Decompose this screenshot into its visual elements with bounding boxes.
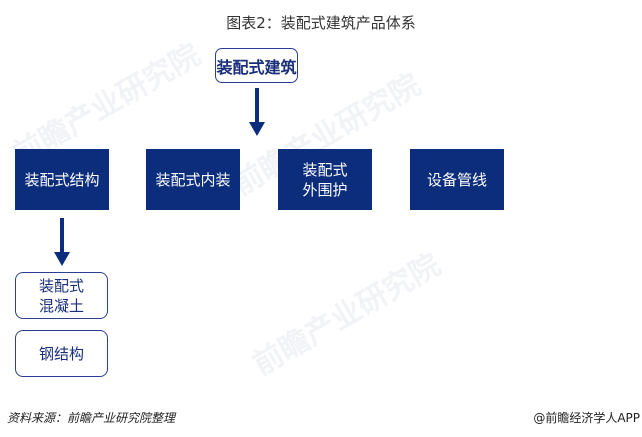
sub-node: 钢结构 <box>15 330 108 377</box>
diagram-title: 图表2：装配式建筑产品体系 <box>226 14 416 32</box>
source-note: 资料来源：前瞻产业研究院整理 <box>7 411 176 425</box>
category-node: 装配式 外围护 <box>278 149 372 210</box>
category-node: 装配式结构 <box>15 149 109 210</box>
category-node: 装配式内装 <box>146 149 240 210</box>
category-node: 设备管线 <box>410 149 504 210</box>
credit: @前瞻经济学人APP <box>533 411 640 425</box>
arrow-root-down <box>249 88 265 136</box>
sub-node: 装配式 混凝土 <box>15 272 108 319</box>
root-node: 装配式建筑 <box>215 48 298 83</box>
arrow-structure-down <box>54 218 70 266</box>
